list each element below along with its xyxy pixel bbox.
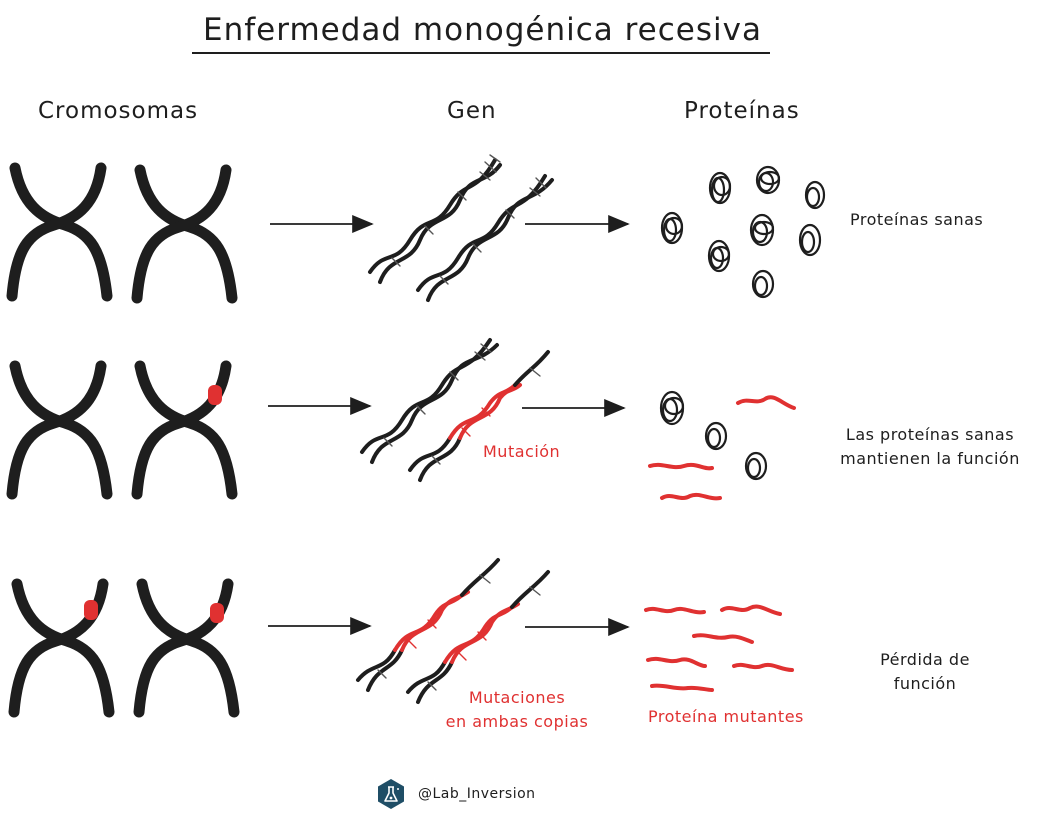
row3-protein-label: Proteína mutantes xyxy=(648,707,804,726)
row3-dna-helix-mutant-1 xyxy=(356,558,500,692)
footer: @Lab_Inversion xyxy=(376,779,536,809)
header-gene: Gen xyxy=(447,98,497,124)
mutant-protein-strand xyxy=(644,606,706,615)
mutant-protein-strand xyxy=(650,683,714,692)
header-proteins: Proteínas xyxy=(684,98,800,124)
row2-outcome-line1: Las proteínas sanas xyxy=(845,425,1015,444)
row3-mutation-marker-right xyxy=(210,603,224,623)
lab-flask-icon xyxy=(378,779,404,809)
protein-ball xyxy=(755,165,781,195)
row2-mutation-marker xyxy=(208,385,222,405)
row3-gene-label-line2: en ambas copias xyxy=(445,712,589,731)
row2-dna-helix-mutant xyxy=(408,350,550,482)
protein-ball xyxy=(707,239,731,273)
protein-ball xyxy=(659,390,685,426)
row2-outcome-line2: mantienen la función xyxy=(840,449,1020,468)
row1-dna-helix-1 xyxy=(368,154,502,284)
protein-ball xyxy=(704,421,728,451)
mutant-protein-strand xyxy=(660,492,722,501)
row3-mutant-proteins xyxy=(644,604,794,692)
row1-chromosome-right xyxy=(137,170,232,298)
row2-dna-helix-normal xyxy=(360,338,499,464)
header-chromosomes: Cromosomas xyxy=(38,98,199,124)
row3-outcome-line2: función xyxy=(893,674,957,693)
row2-outcome-label: Las proteínas sanas mantienen la función xyxy=(828,423,1032,471)
mutant-protein-strand xyxy=(736,395,796,410)
footer-logo-spacer xyxy=(376,779,406,809)
protein-ball xyxy=(798,223,822,257)
protein-ball xyxy=(708,171,732,205)
row2-mutant-proteins xyxy=(648,395,796,501)
row1-dna-helix-2 xyxy=(416,174,554,302)
title-underline xyxy=(192,52,770,54)
row2-chromosome-left xyxy=(12,366,107,494)
page-title: Enfermedad monogénica recesiva xyxy=(203,12,762,48)
row3-outcome-line1: Pérdida de xyxy=(880,650,970,669)
mutant-protein-strand xyxy=(692,633,754,644)
protein-ball xyxy=(749,213,775,247)
row3-mutation-marker-left xyxy=(84,600,98,620)
mutant-protein-strand xyxy=(732,662,794,672)
row3-chromosome-right xyxy=(139,584,234,712)
row3-outcome-label: Pérdida de función xyxy=(865,648,985,696)
row2-healthy-proteins xyxy=(659,390,768,481)
protein-ball xyxy=(804,180,826,210)
row3-gene-label-line1: Mutaciones xyxy=(468,688,566,707)
row3-gene-mutation-label: Mutaciones en ambas copias xyxy=(434,686,600,734)
row1-chromosome-left xyxy=(12,168,107,296)
mutant-protein-strand xyxy=(720,604,782,616)
mutant-protein-strand xyxy=(646,656,707,668)
protein-ball xyxy=(660,211,684,245)
protein-ball xyxy=(751,269,775,299)
row1-outcome-label: Proteínas sanas xyxy=(850,210,984,229)
row2-chromosome-right xyxy=(137,366,232,494)
row3-dna-helix-mutant-2 xyxy=(406,570,550,704)
mutant-protein-strand xyxy=(648,462,714,471)
row1-healthy-proteins xyxy=(660,165,826,299)
footer-handle: @Lab_Inversion xyxy=(418,786,536,802)
protein-ball xyxy=(744,451,768,481)
row2-gene-mutation-label: Mutación xyxy=(483,442,561,461)
